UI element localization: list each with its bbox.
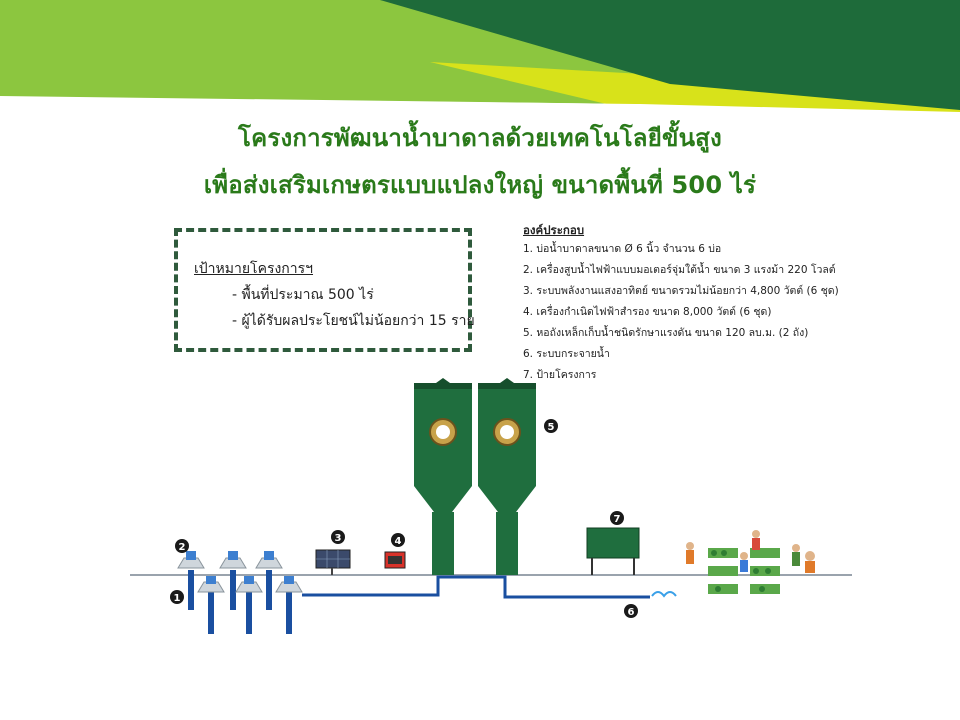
goals-box: เป้าหมายโครงการฯ - พื้นที่ประมาณ 500 ไร่…	[174, 228, 475, 352]
component-item: 3. ระบบพลังงานแสงอาทิตย์ ขนาดรวมไม่น้อยก…	[523, 285, 839, 297]
well-cover	[275, 581, 303, 593]
banner-white-curve	[0, 97, 960, 115]
banner-dark-green	[380, 0, 960, 110]
badge-7: 7	[610, 511, 624, 525]
farmers	[686, 530, 815, 573]
badge-4: 4	[391, 533, 405, 547]
water-tower-2	[478, 378, 536, 575]
component-item: 5. หอถังเหล็กเก็บน้ำชนิดรักษาแรงดัน ขนาด…	[523, 327, 809, 339]
badge-5: 5	[544, 419, 558, 433]
well-cover	[177, 557, 205, 569]
project-sign	[586, 527, 640, 575]
well-cover	[255, 557, 283, 569]
badge-2-label: 2	[179, 542, 186, 553]
water-tower-1	[414, 378, 472, 575]
badge-1-label: 1	[174, 593, 181, 604]
pump-motor	[284, 576, 294, 584]
generator	[384, 551, 406, 569]
pump-motor	[244, 576, 254, 584]
system-diagram: 1 2 3 4 5 6 7	[130, 378, 852, 634]
pump-motor	[264, 551, 274, 560]
farm-plots	[708, 548, 780, 594]
component-item: 7. ป้ายโครงการ	[523, 369, 597, 381]
pump-motor	[206, 576, 216, 584]
well-pipe	[286, 592, 292, 634]
badge-1: 1	[170, 590, 184, 604]
well-pipe	[266, 570, 272, 610]
component-item: 6. ระบบกระจายน้ำ	[523, 348, 610, 360]
component-item: 2. เครื่องสูบน้ำไฟฟ้าแบบมอเตอร์จุ่มใต้น้…	[523, 264, 836, 276]
pump-motor	[228, 551, 238, 560]
badge-3-label: 3	[335, 533, 342, 544]
well-cover	[197, 581, 225, 593]
badge-6-label: 6	[628, 607, 635, 618]
banner-yellow	[430, 62, 960, 112]
main-pipe	[302, 575, 650, 599]
well-pipe	[208, 592, 214, 634]
header-banner	[0, 0, 960, 115]
well-cover	[235, 581, 263, 593]
well-pipe	[246, 592, 252, 634]
badge-7-label: 7	[614, 514, 621, 525]
badge-5-label: 5	[548, 422, 555, 433]
badge-3: 3	[331, 530, 345, 544]
badge-2: 2	[175, 539, 189, 553]
badge-4-label: 4	[395, 536, 402, 547]
components-heading: องค์ประกอบ	[523, 223, 585, 237]
well-pipe	[230, 570, 236, 610]
sprinkler	[651, 591, 677, 598]
component-item: 1. บ่อน้ำบาดาลขนาด Ø 6 นิ้ว จำนวน 6 บ่อ	[523, 243, 722, 255]
goal-item: - พื้นที่ประมาณ 500 ไร่	[232, 287, 374, 303]
well-cover	[219, 557, 247, 569]
pump-motor	[186, 551, 196, 560]
goals-heading: เป้าหมายโครงการฯ	[194, 261, 314, 277]
page-title-line-2: เพื่อส่งเสริมเกษตรแบบแปลงใหญ่ ขนาดพื้นที…	[203, 171, 757, 199]
badge-6: 6	[624, 604, 638, 618]
solar-panel	[315, 549, 351, 575]
wells	[177, 551, 303, 634]
page-title-line-1: โครงการพัฒนาน้ำบาดาลด้วยเทคโนโลยีขั้นสูง	[238, 124, 722, 152]
well-pipe	[188, 570, 194, 610]
goal-item: - ผู้ได้รับผลประโยชน์ไม่น้อยกว่า 15 ราย	[232, 313, 475, 329]
component-item: 4. เครื่องกำเนิดไฟฟ้าสำรอง ขนาด 8,000 วั…	[523, 306, 772, 318]
